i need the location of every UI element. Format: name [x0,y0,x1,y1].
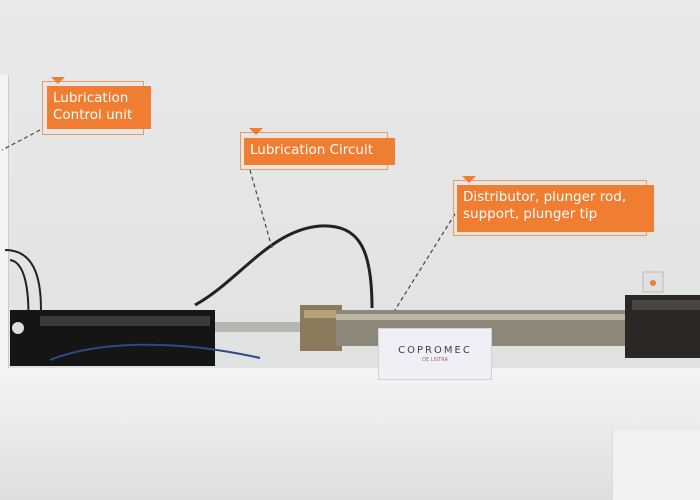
label-lubrication-control-unit: Lubrication Control unit [47,86,151,129]
sign-subtitle: DE LISTRA [422,357,448,363]
label-line: Distributor, plunger rod, [463,189,627,205]
lubrication-hose [194,224,374,309]
label-line: Lubrication [53,90,129,106]
control-unit-cabinet [0,75,9,375]
marker-chevron-icon [51,77,65,84]
right-pedestal [612,430,700,500]
sign-brand: COPROMEC [398,345,472,356]
marker-chevron-icon [249,128,263,135]
label-line: support, plunger tip [463,206,598,222]
piston-rod [215,322,307,332]
label-line: Control unit [53,107,133,123]
label-distributor: Distributor, plunger rod, support, plung… [457,185,654,232]
blue-hoses [49,343,261,361]
label-lubrication-circuit: Lubrication Circuit [244,138,395,165]
copromec-sign: COPROMEC DE LISTRA [378,328,492,380]
table-surface [0,368,700,500]
label-line: Lubrication Circuit [250,142,374,158]
marker-chevron-icon [462,176,476,183]
